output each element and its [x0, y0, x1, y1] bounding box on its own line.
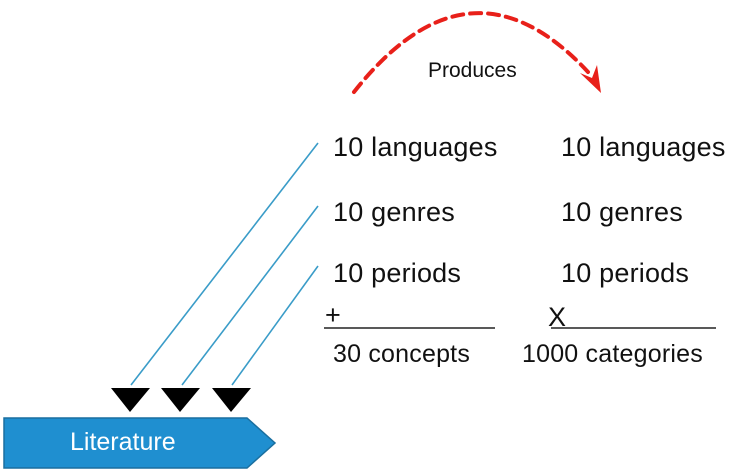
produces-arrowhead [580, 65, 601, 93]
connector-line-periods [231, 265, 319, 386]
right-total: 1000 categories [522, 340, 703, 368]
right-item-genres: 10 genres [561, 197, 683, 227]
connector-line-languages [130, 142, 319, 386]
connector-line-genres [181, 205, 319, 386]
right-item-periods: 10 periods [561, 258, 690, 288]
left-total: 30 concepts [333, 340, 471, 368]
left-item-genres: 10 genres [333, 197, 455, 227]
produces-label: Produces [428, 59, 517, 82]
arrowhead-genres [161, 388, 200, 412]
right-operator-times: X [548, 302, 567, 332]
arrowhead-periods [212, 388, 251, 412]
left-operator-plus: + [325, 300, 341, 330]
produces-arrow [352, 11, 590, 94]
arrowhead-languages [111, 388, 150, 412]
literature-label: Literature [70, 428, 176, 456]
left-item-languages: 10 languages [333, 132, 498, 162]
literature-banner-shape [3, 417, 277, 469]
left-item-periods: 10 periods [333, 258, 462, 288]
right-item-languages: 10 languages [561, 132, 726, 162]
